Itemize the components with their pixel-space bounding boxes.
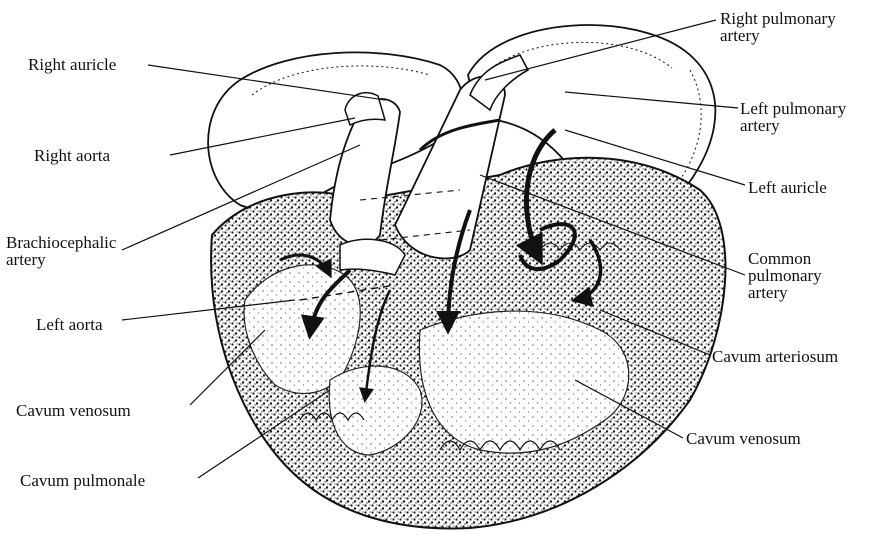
label-cavum-venosum-left: Cavum venosum <box>16 402 131 419</box>
label-left-pulmonary-artery: Left pulmonary artery <box>740 100 846 134</box>
label-cavum-pulmonale: Cavum pulmonale <box>20 472 145 489</box>
label-left-auricle: Left auricle <box>748 179 827 196</box>
label-cavum-venosum-right: Cavum venosum <box>686 430 801 447</box>
label-right-pulmonary-artery: Right pulmonary artery <box>720 10 836 44</box>
label-cavum-arteriosum: Cavum arteriosum <box>712 348 838 365</box>
label-right-auricle: Right auricle <box>28 56 116 73</box>
label-right-aorta: Right aorta <box>34 147 110 164</box>
label-left-aorta: Left aorta <box>36 316 103 333</box>
label-brachiocephalic-artery: Brachiocephalic artery <box>6 234 116 268</box>
label-common-pulmonary-artery: Common pulmonary artery <box>748 250 822 301</box>
